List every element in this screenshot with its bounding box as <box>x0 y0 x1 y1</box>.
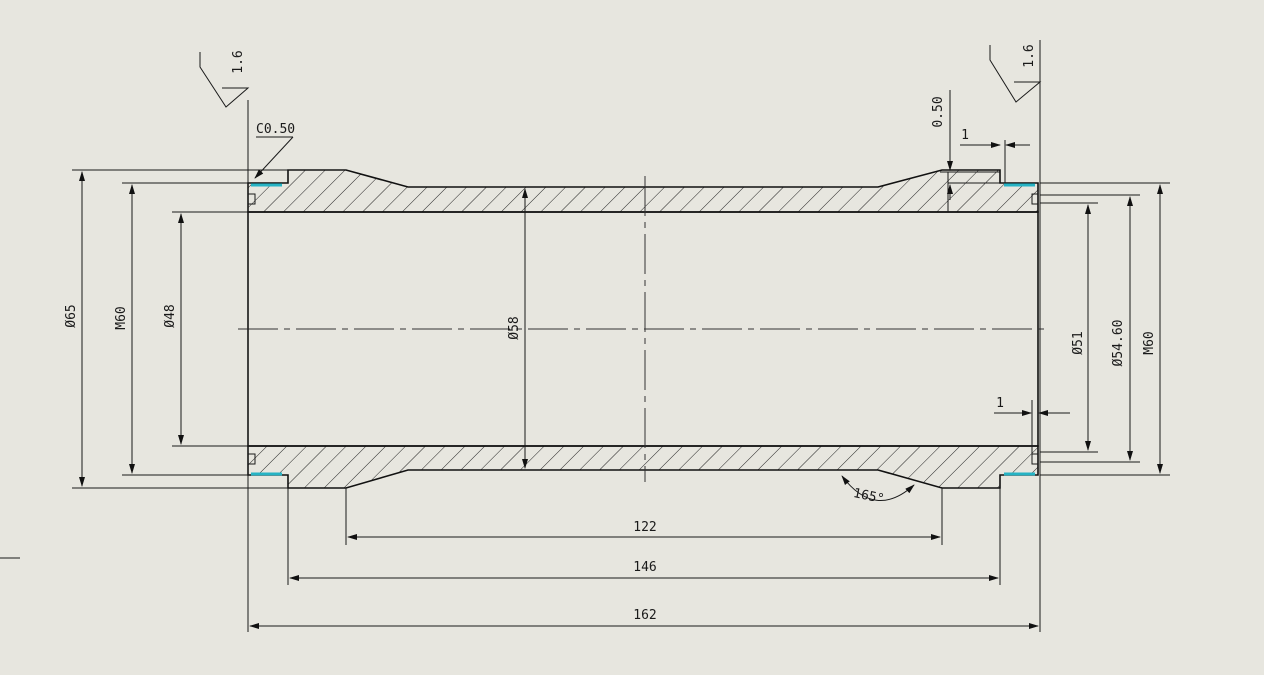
dim-angle-165: 165° <box>841 475 915 507</box>
thread-left-label: M60 <box>114 306 129 329</box>
dia-48-label: Ø48 <box>163 304 178 327</box>
dim-dia-48: Ø48 <box>163 213 184 445</box>
dia-51-label: Ø51 <box>1071 331 1086 354</box>
relief-groove-lt <box>248 193 256 205</box>
chamfer-note: C0.50 <box>254 122 295 179</box>
dim-162: 162 <box>249 608 1039 629</box>
dim-groove-depth: 0.50 <box>931 90 953 200</box>
dim-groove-width-bottom: 1 <box>994 396 1070 416</box>
dia-58-label: Ø58 <box>507 316 522 339</box>
groove-width-bottom-label: 1 <box>996 396 1004 411</box>
bottom-wall-section <box>247 445 1039 489</box>
dim-thread-right: M60 <box>1142 184 1163 474</box>
relief-groove-rt <box>1031 193 1038 205</box>
dim-dia-65: Ø65 <box>64 171 85 487</box>
chamfer-label: C0.50 <box>256 122 295 137</box>
dim-122: 122 <box>347 520 941 540</box>
top-wall-section <box>247 169 1039 213</box>
relief-groove-rb <box>1031 453 1038 465</box>
dia-65-label: Ø65 <box>64 304 79 327</box>
dia-54-60-label: Ø54.60 <box>1111 320 1126 367</box>
dim-146-label: 146 <box>633 560 656 575</box>
dim-162-label: 162 <box>633 608 656 623</box>
groove-width-top-label: 1 <box>961 128 969 143</box>
surface-finish-right: 1.6 <box>989 44 1042 103</box>
dim-122-label: 122 <box>633 520 656 535</box>
dim-groove-width-top: 1 <box>960 128 1030 148</box>
extension-lines <box>72 40 1170 632</box>
surface-finish-right-label: 1.6 <box>1022 44 1037 67</box>
surface-finish-left-label: 1.6 <box>231 50 246 73</box>
thread-right-label: M60 <box>1142 331 1157 354</box>
dim-146: 146 <box>289 560 999 581</box>
angle-label: 165° <box>852 486 886 507</box>
dim-thread-left: M60 <box>114 184 135 474</box>
surface-finish-left: 1.6 <box>199 50 250 108</box>
dim-dia-54-60: Ø54.60 <box>1111 196 1133 461</box>
dim-dia-51: Ø51 <box>1071 204 1091 451</box>
relief-groove-lb <box>248 453 256 465</box>
groove-depth-label: 0.50 <box>931 96 946 127</box>
dim-dia-58: Ø58 <box>507 188 528 469</box>
